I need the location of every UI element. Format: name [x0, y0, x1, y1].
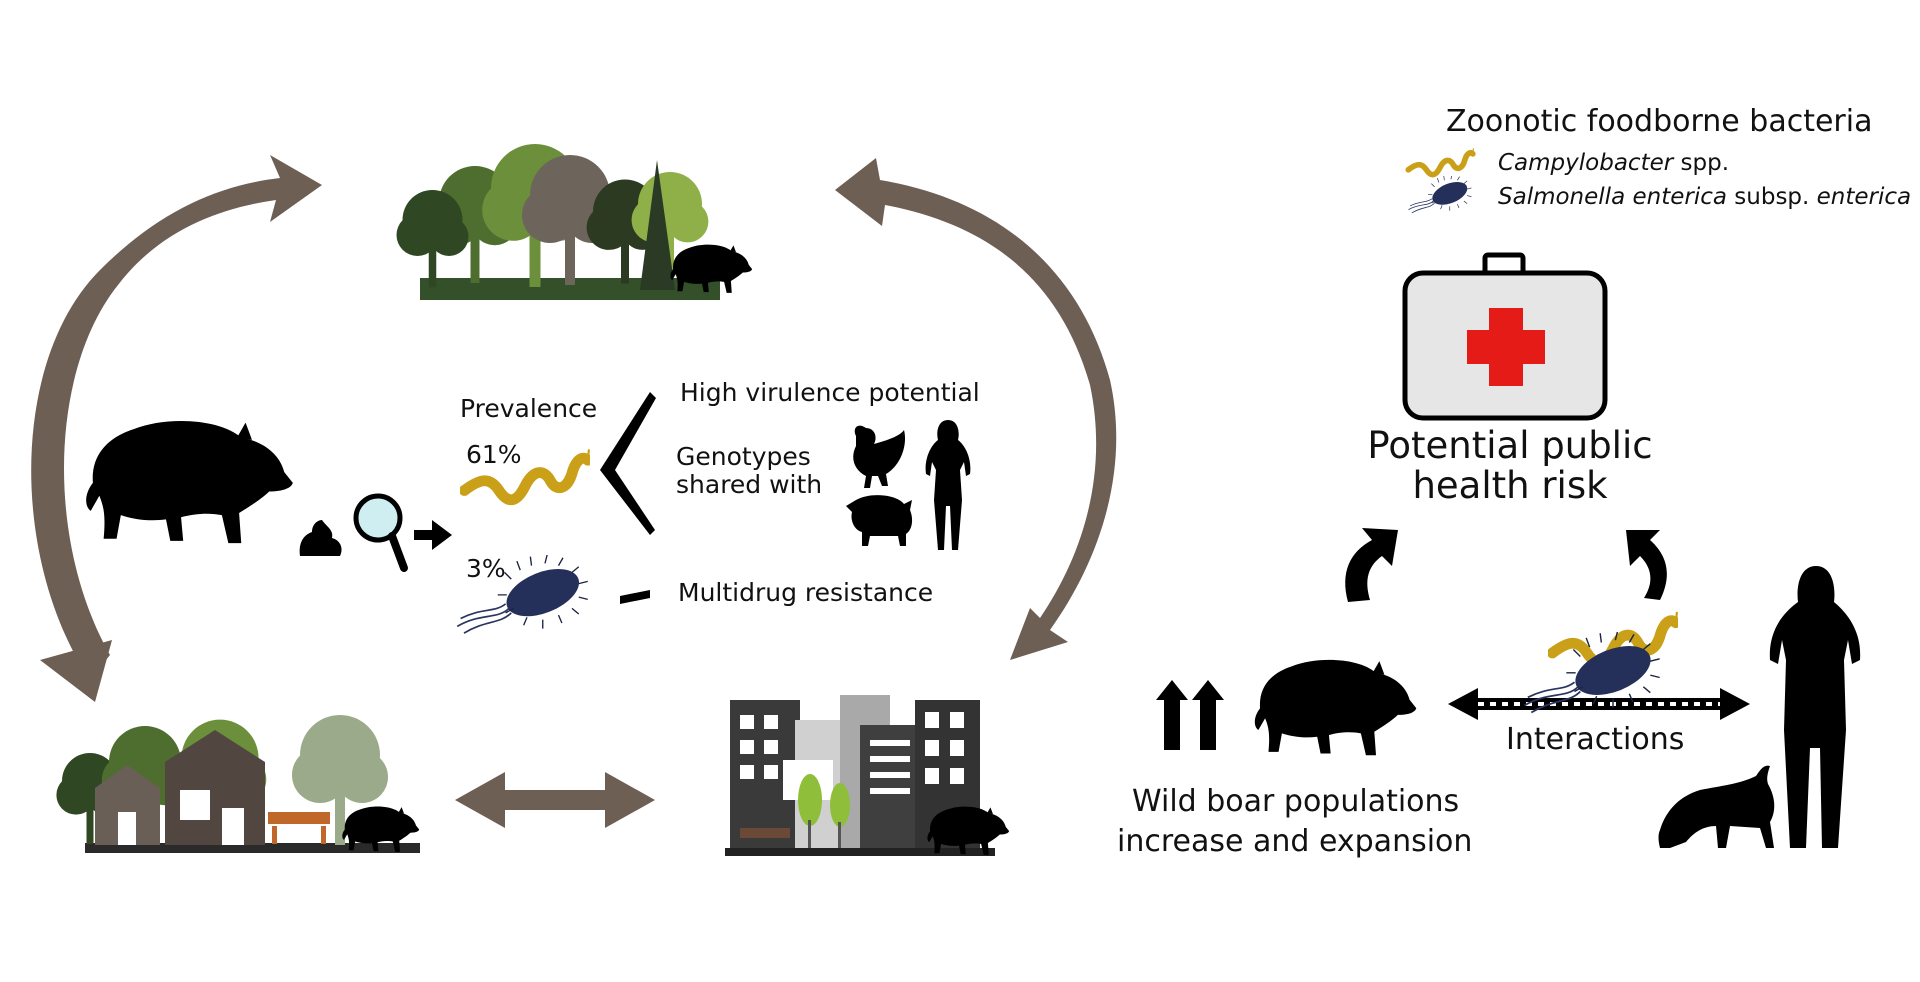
- legend-campylobacter-genus: Campylobacter: [1498, 150, 1674, 176]
- genotypes-line2: shared with: [676, 470, 823, 499]
- host-silhouettes: [846, 420, 971, 550]
- risk-line2: health risk: [1412, 464, 1608, 507]
- arrow-left-down-head: [40, 640, 112, 702]
- detection-arrow: [414, 520, 452, 550]
- cycle-arrows: [31, 155, 1117, 828]
- interactions-arrow: [1448, 688, 1750, 720]
- legend-title: Zoonotic foodborne bacteria: [1446, 104, 1873, 139]
- bracket: [600, 392, 656, 535]
- feces-icon: [299, 520, 342, 556]
- legend-salmonella-subspecies: enterica: [1816, 184, 1912, 210]
- findings-group: [456, 392, 971, 635]
- population-increase-icon: [1156, 680, 1224, 750]
- pig-icon: [846, 495, 913, 546]
- dog-silhouette: [1658, 765, 1775, 848]
- salmonella-prevalence: 3%: [466, 554, 506, 583]
- legend-icons: [1385, 146, 1495, 214]
- arrow-top-left: [31, 155, 322, 680]
- forest-scene: [396, 144, 753, 300]
- campylobacter-prevalence: 61%: [466, 440, 522, 469]
- risk-line1: Potential public: [1367, 424, 1653, 467]
- prevalence-label: Prevalence: [460, 394, 598, 423]
- magnifier-icon: [353, 493, 408, 572]
- legend-salmonella-subsp: subsp.: [1726, 184, 1817, 210]
- arrow-top-right: [835, 158, 1117, 660]
- wild-boar-silhouette: [86, 421, 293, 543]
- arrow-horizontal-double: [455, 772, 655, 828]
- wild-boar-right: [1255, 660, 1417, 755]
- chicken-icon: [853, 425, 906, 488]
- woman-silhouette: [1769, 566, 1861, 848]
- populations-line1: Wild boar populations: [1132, 784, 1460, 819]
- first-aid-kit-icon: [1402, 252, 1608, 421]
- virulence-label: High virulence potential: [680, 378, 980, 407]
- arrow-up-right: [1626, 530, 1667, 600]
- public-health-risk: Potential public health risk: [1350, 426, 1670, 506]
- arrow-up-left: [1345, 528, 1398, 602]
- urban-scene: [725, 695, 1009, 856]
- legend-salmonella-species: Salmonella enterica: [1498, 184, 1727, 210]
- interactions-label: Interactions: [1506, 722, 1685, 757]
- bracket-lower: [620, 590, 650, 604]
- woman-icon: [925, 420, 971, 550]
- legend-salmonella: Salmonella enterica subsp. enterica: [1498, 184, 1911, 210]
- resistance-label: Multidrug resistance: [678, 578, 934, 607]
- legend-campylobacter-suffix: spp.: [1673, 150, 1730, 176]
- populations-line2: increase and expansion: [1117, 824, 1473, 859]
- genotypes-line1: Genotypes: [676, 442, 811, 471]
- boar-detection-group: [86, 421, 452, 572]
- periurban-scene: [56, 715, 420, 853]
- legend-campylobacter: Campylobacter spp.: [1498, 150, 1729, 176]
